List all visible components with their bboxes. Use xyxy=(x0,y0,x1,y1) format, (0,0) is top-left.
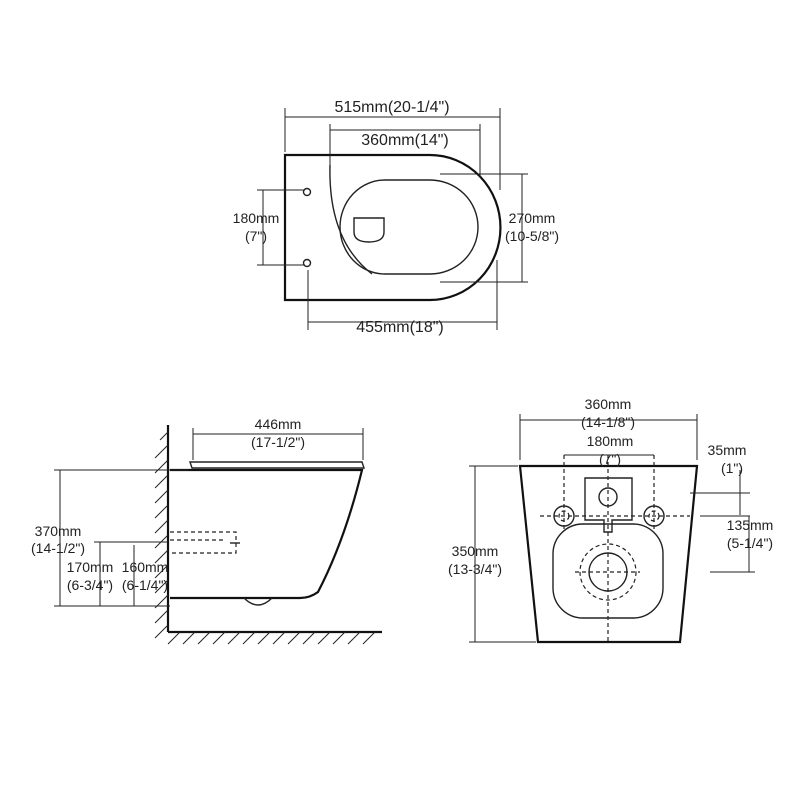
side-height-mm: 370mm xyxy=(35,523,82,539)
back-top-width-in: (14-1/8") xyxy=(581,414,635,430)
side-inlet-in: (6-1/4") xyxy=(122,577,168,593)
top-bowl-length-label: 360mm(14") xyxy=(361,132,448,149)
side-bowl-body xyxy=(170,468,364,600)
back-inlet-frame xyxy=(584,477,633,533)
top-bolt-spacing-in: (7") xyxy=(245,228,267,244)
back-view: 360mm (14-1/8") 180mm (7") 35mm (1") 135… xyxy=(448,396,774,644)
side-inlet-pipe xyxy=(170,531,237,554)
back-body-outline xyxy=(518,464,699,644)
top-view-bowl xyxy=(339,179,479,275)
top-overall-length-label: 515mm(20-1/4") xyxy=(334,99,449,116)
top-bolt-spacing-mm: 180mm xyxy=(233,210,280,226)
side-depth-mm: 446mm xyxy=(255,416,302,432)
side-outlet-in: (6-3/4") xyxy=(67,577,113,593)
back-outlet-height-mm: 135mm xyxy=(727,517,774,533)
back-bolt-spacing-mm: 180mm xyxy=(587,433,634,449)
back-top-width-mm: 360mm xyxy=(585,396,632,412)
top-view-drain xyxy=(353,217,385,243)
top-view-rim-curve xyxy=(329,164,373,275)
wall-hatching xyxy=(154,431,376,645)
back-outlet-inner xyxy=(588,552,628,592)
side-view: 446mm (17-1/2") 370mm (14-1/2") 170mm (6… xyxy=(31,416,382,645)
back-offset-in: (1") xyxy=(721,460,743,476)
back-outlet-height-in: (5-1/4") xyxy=(727,535,773,551)
side-outlet xyxy=(243,597,273,606)
back-height-mm: 350mm xyxy=(452,543,499,559)
back-height-in: (13-3/4") xyxy=(448,561,502,577)
side-height-in: (14-1/2") xyxy=(31,540,85,556)
side-depth-in: (17-1/2") xyxy=(251,434,305,450)
top-bolt-hole-upper xyxy=(302,187,312,197)
back-offset-mm: 35mm xyxy=(708,442,747,458)
top-view-outline xyxy=(283,153,502,302)
top-width-mm: 270mm xyxy=(509,210,556,226)
top-bolt-hole-lower xyxy=(302,258,312,268)
top-view: 515mm(20-1/4") 360mm(14") 180mm (7") 270… xyxy=(233,99,559,336)
top-projection-label: 455mm(18") xyxy=(356,319,443,336)
top-width-in: (10-5/8") xyxy=(505,228,559,244)
side-inlet-mm: 160mm xyxy=(122,559,169,575)
side-outlet-mm: 170mm xyxy=(67,559,114,575)
side-seat-lid xyxy=(189,461,365,469)
back-outlet-outer xyxy=(579,543,637,601)
back-bolt-spacing-in: (7") xyxy=(599,451,621,467)
